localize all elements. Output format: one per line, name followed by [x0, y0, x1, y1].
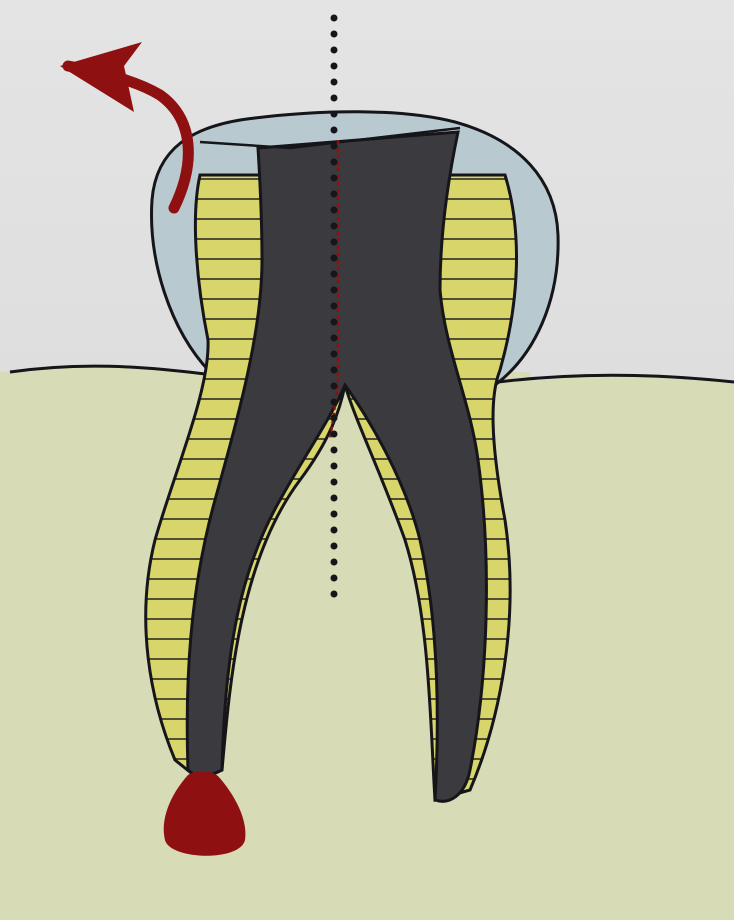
diagram-scene [0, 0, 734, 920]
tooth-diagram [0, 0, 734, 920]
